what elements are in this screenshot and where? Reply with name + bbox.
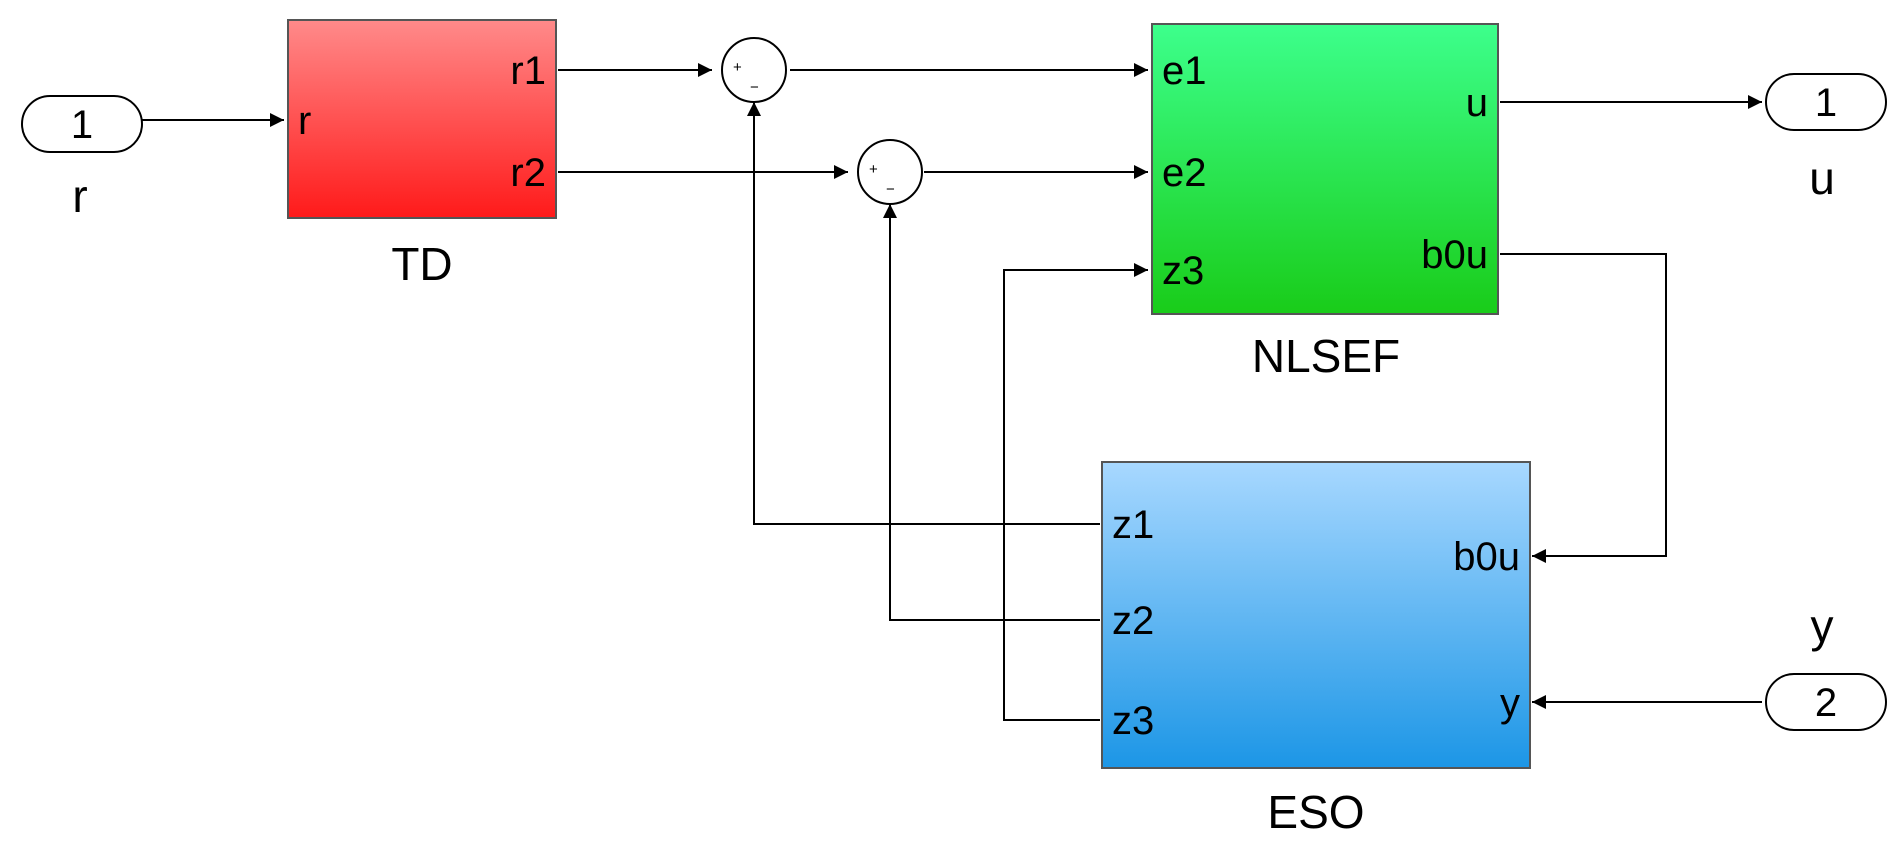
td-block[interactable]: r r1 r2 TD [287,19,557,290]
sum-1-plus-sign: + [733,59,742,76]
outport-u-number: 1 [1815,81,1837,125]
sum-2-minus-sign: − [886,181,895,198]
nlsef-block-name: NLSEF [1252,330,1400,382]
eso-output-z1: z1 [1112,503,1154,547]
td-input-r: r [298,99,311,143]
eso-output-z2: z2 [1112,599,1154,643]
sum-2-plus-sign: + [869,161,878,178]
outport-u[interactable]: 1 u [1765,73,1887,204]
wire-z3-feedback [1003,263,1148,721]
eso-input-b0u: b0u [1453,535,1520,579]
wire-b0u-to-eso [1500,253,1667,563]
td-block-name: TD [391,238,452,290]
inport-r-name: r [72,170,87,222]
inport-r-number: 1 [71,103,93,147]
td-output-r2: r2 [510,151,546,195]
nlsef-input-z3: z3 [1162,249,1204,293]
eso-output-z3: z3 [1112,699,1154,743]
inport-r[interactable]: 1 r [21,95,143,222]
outport-u-name: u [1809,152,1835,204]
wire-z2-to-sum2 [883,204,1100,621]
inport-y-name: y [1811,600,1834,652]
inport-y[interactable]: 2 y [1765,600,1887,731]
wire-z1-to-sum1 [747,102,1100,525]
inport-y-number: 2 [1815,681,1837,725]
nlsef-output-b0u: b0u [1421,233,1488,277]
sum-1-minus-sign: − [750,79,759,96]
nlsef-input-e1: e1 [1162,49,1207,93]
td-output-r1: r1 [510,49,546,93]
eso-input-y: y [1500,681,1520,725]
eso-block[interactable]: z1 z2 z3 b0u y ESO [1101,461,1531,838]
sum-block-1[interactable]: + − [721,37,787,103]
eso-block-name: ESO [1267,786,1364,838]
nlsef-output-u: u [1466,81,1488,125]
nlsef-input-e2: e2 [1162,151,1207,195]
nlsef-block[interactable]: e1 e2 z3 u b0u NLSEF [1151,23,1499,382]
sum-block-2[interactable]: + − [857,139,923,205]
wires [142,63,1762,721]
